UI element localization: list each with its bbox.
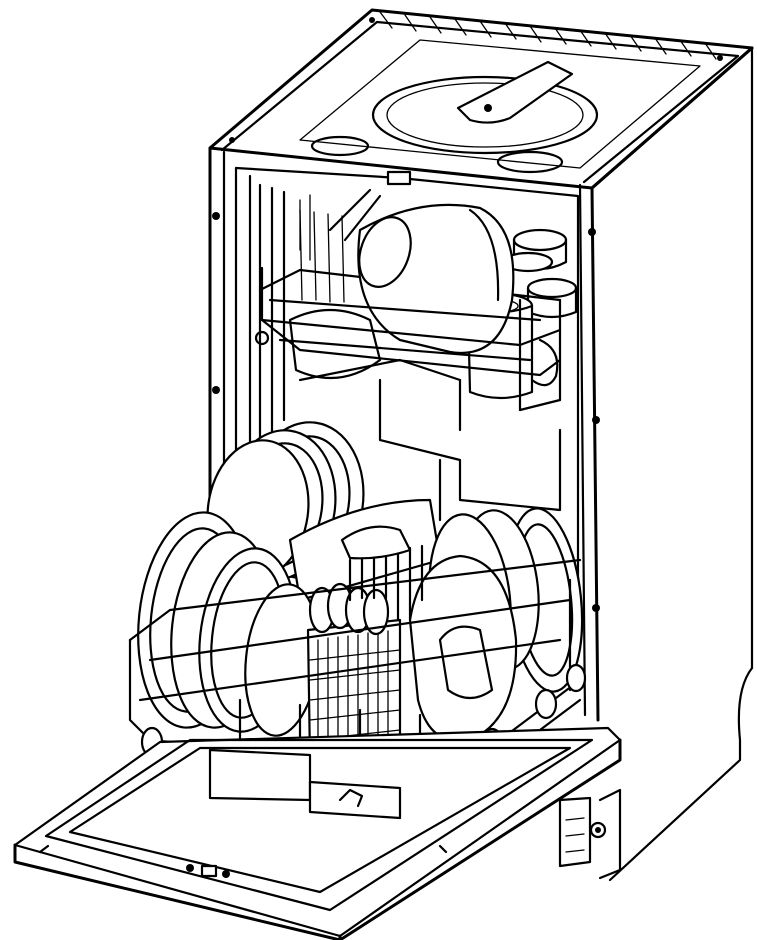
- basket-handle: [340, 525, 412, 560]
- right-plates: [408, 507, 584, 743]
- lower-rack: [128, 421, 587, 792]
- bowls: [288, 203, 515, 380]
- open-door: [13, 726, 622, 940]
- top-spray-plate: [371, 75, 599, 155]
- casserole-dish: [438, 625, 494, 700]
- detergent-latch: [386, 170, 412, 186]
- plinth-hardware: [558, 788, 622, 880]
- cabinet: [208, 8, 754, 882]
- cutlery-basket: [306, 525, 424, 762]
- upper-rack: [254, 188, 578, 432]
- top-tabs: [379, 11, 717, 60]
